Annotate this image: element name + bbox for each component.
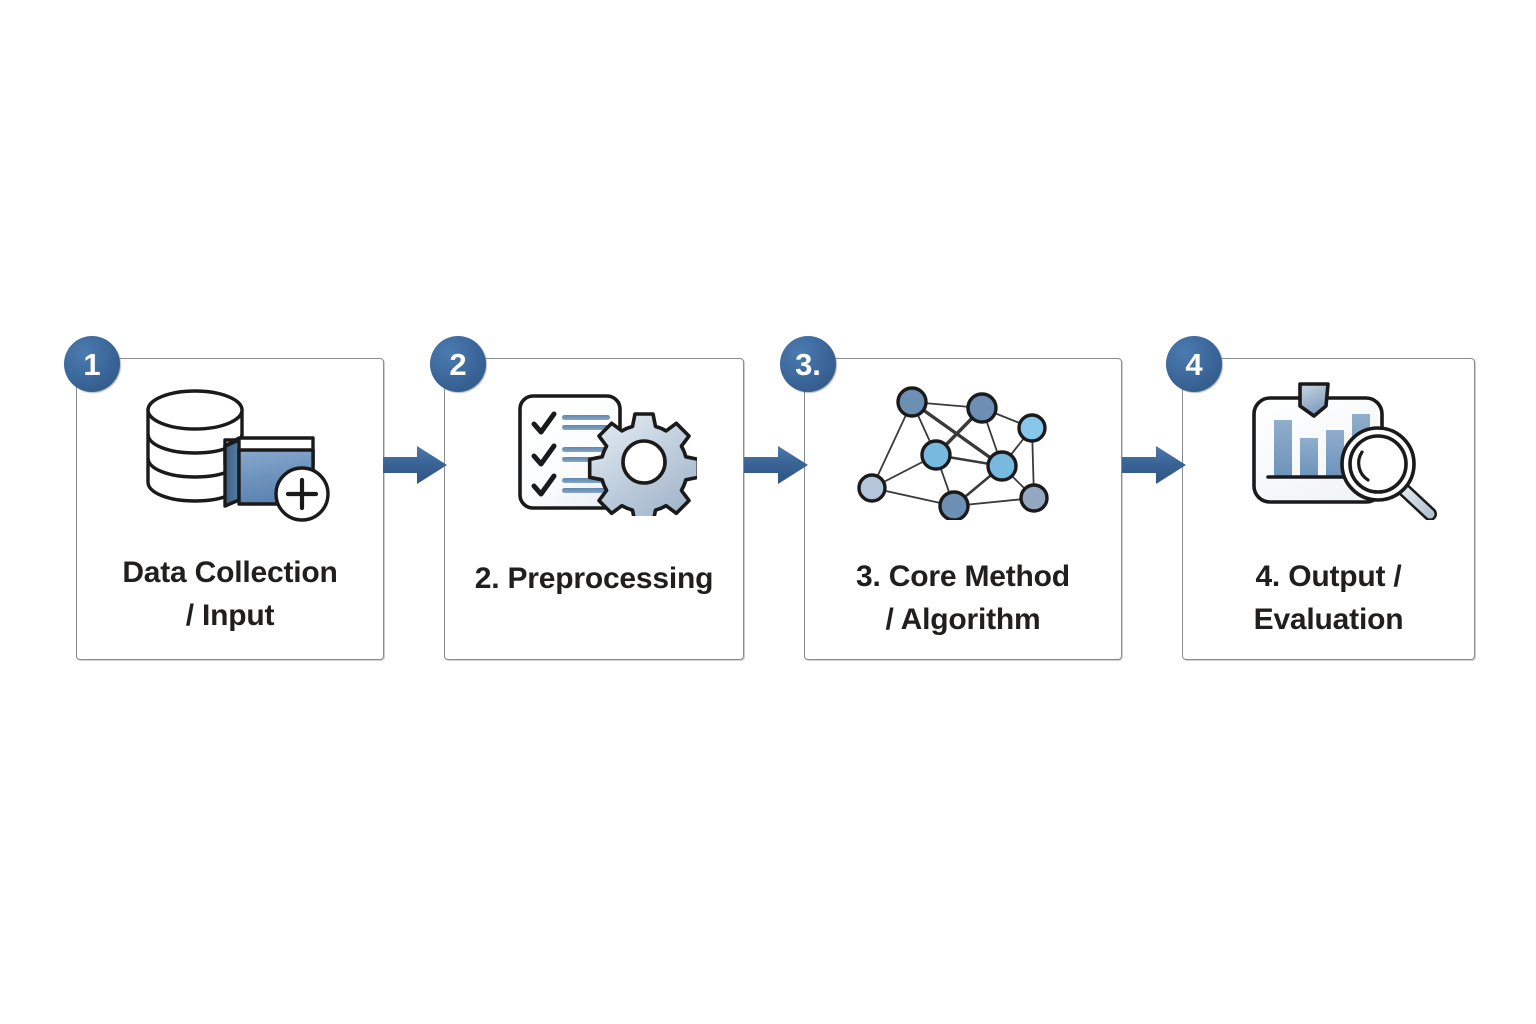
step-label-2: 2. Preprocessing: [444, 558, 744, 601]
network-graph-icon: [850, 378, 1054, 522]
arrow-step2-to-step3: [744, 442, 808, 488]
step-label-3: 3. Core Method / Algorithm: [804, 556, 1122, 641]
step-label-1-line1: Data Collection: [122, 556, 338, 589]
step-label-3-line1: 3. Core Method: [856, 560, 1070, 593]
step-badge-3[interactable]: 3.: [780, 336, 836, 392]
step-label-3-line2: / Algorithm: [885, 602, 1041, 636]
step-label-1: Data Collection / Input: [76, 552, 384, 637]
step-badge-4[interactable]: 4: [1166, 336, 1222, 392]
step-badge-4-text: 4: [1185, 346, 1203, 382]
step-badge-2[interactable]: 2: [430, 336, 486, 392]
step-badge-3-text: 3.: [795, 346, 821, 382]
arrow-step1-to-step2: [383, 442, 447, 488]
step-badge-1[interactable]: 1: [64, 336, 120, 392]
step-label-4-line1: 4. Output /: [1255, 560, 1402, 593]
step-badge-1-text: 1: [83, 346, 101, 382]
step-label-2-line1: 2. Preprocessing: [474, 562, 714, 595]
database-folder-add-icon: [130, 382, 345, 527]
step-badge-2-text: 2: [449, 346, 467, 382]
arrow-step3-to-step4: [1122, 442, 1186, 488]
step-label-4: 4. Output / Evaluation: [1182, 556, 1475, 641]
step-label-1-line2: / Input: [185, 598, 275, 632]
checklist-gear-icon: [512, 386, 701, 525]
bar-chart-magnifier-icon: [1242, 378, 1442, 521]
step-label-4-line2: Evaluation: [1253, 602, 1404, 636]
